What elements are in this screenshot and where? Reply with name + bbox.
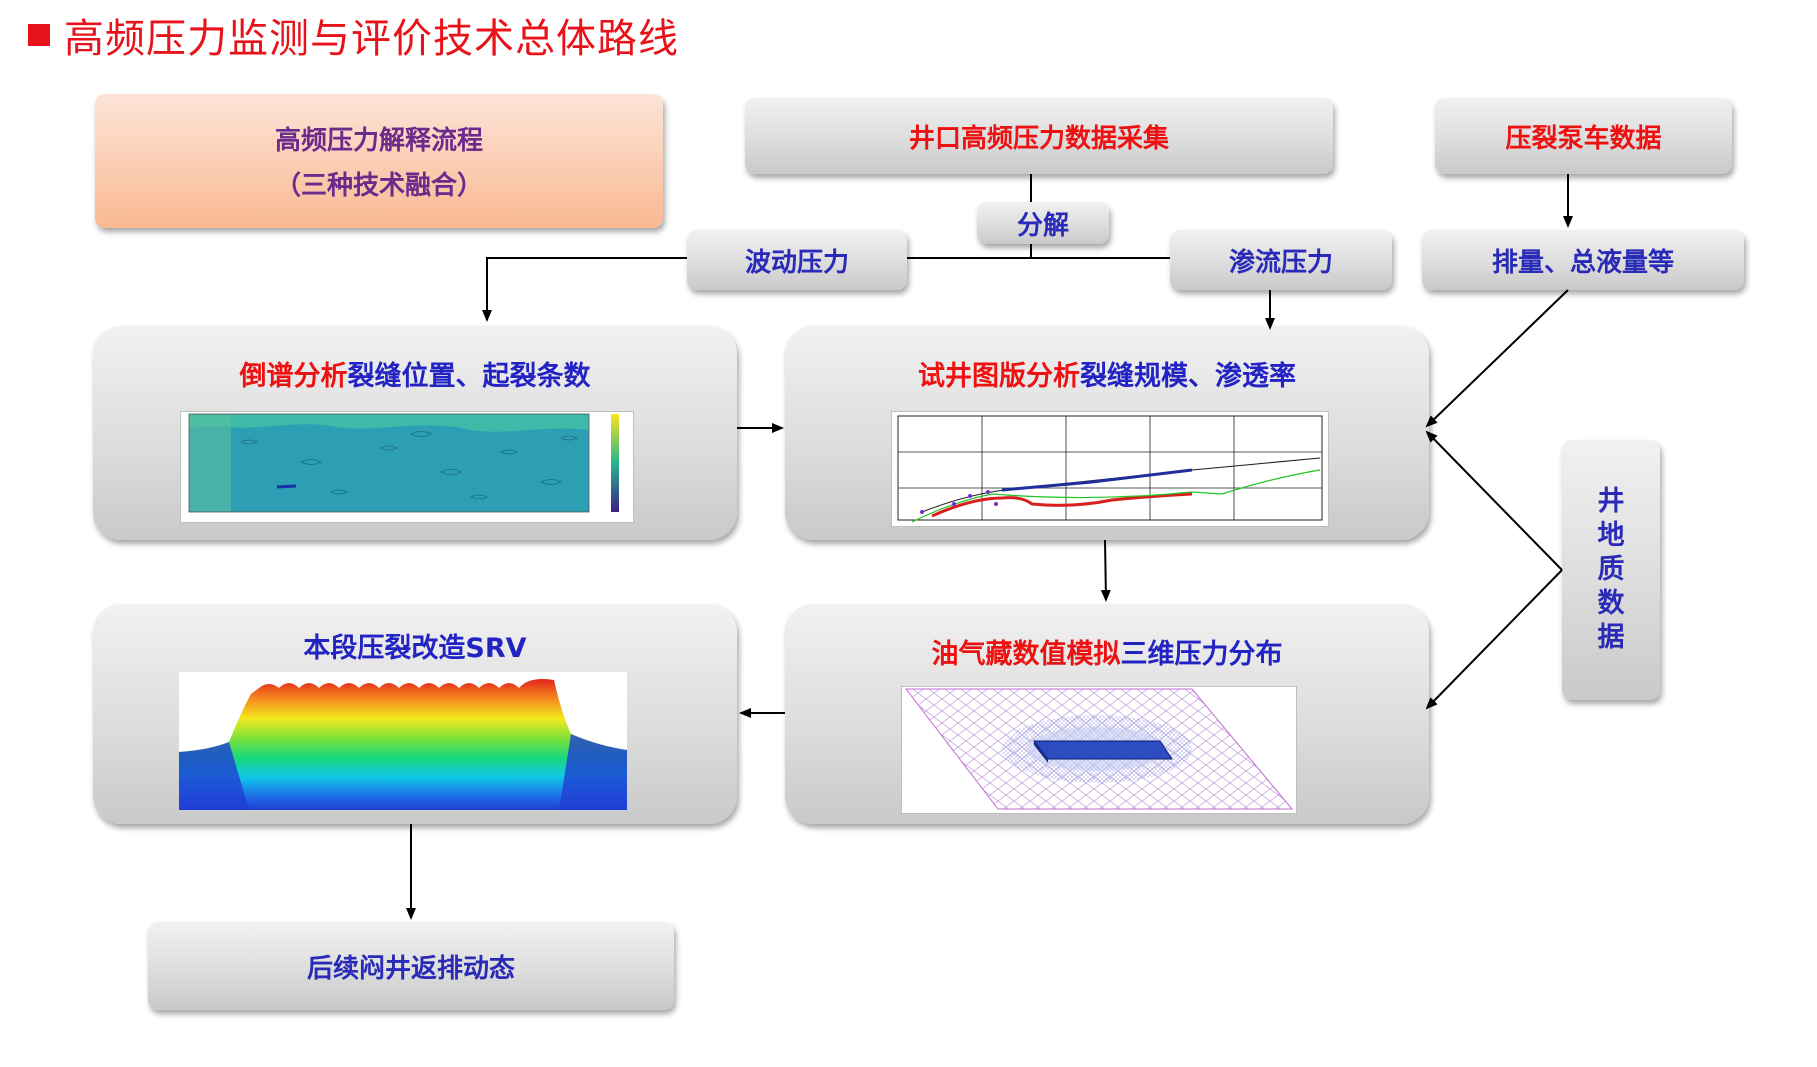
arrow-displacement-to-welltest — [1425, 289, 1569, 428]
welltest-caption: 试井图版分析裂缝规模、渗透率 — [918, 354, 1296, 393]
cepstrum-caption-blue: 裂缝位置、起裂条数 — [347, 361, 591, 392]
arrow-wave-to-cepstrum — [482, 257, 687, 322]
welltest-caption-blue: 裂缝规模、渗透率 — [1080, 361, 1296, 392]
title-text: 高频压力监测与评价技术总体路线 — [64, 16, 679, 62]
geology-char-4: 数 — [1597, 588, 1625, 619]
reservoir-caption: 油气藏数值模拟三维压力分布 — [932, 632, 1283, 671]
reservoir-caption-red: 油气藏数值模拟 — [931, 639, 1121, 670]
arrow-geology-to-reservoir — [1425, 569, 1563, 710]
srv-caption: 本段压裂改造SRV — [303, 633, 527, 664]
page-title: 高频压力监测与评价技术总体路线 — [28, 8, 679, 62]
srv-3d-surface-image — [179, 672, 627, 810]
wellhead-box: 井口高频压力数据采集 — [745, 98, 1333, 174]
geology-char-1: 井 — [1597, 486, 1625, 517]
welltest-type-curve-plot — [891, 411, 1329, 527]
geology-char-3: 质 — [1597, 554, 1625, 585]
flow-box: 高频压力解释流程 （三种技术融合） — [95, 94, 663, 228]
decompose-box: 分解 — [977, 202, 1109, 244]
cepstrum-contour-plot — [180, 411, 634, 523]
arrow-welltest-to-reservoir — [1100, 539, 1111, 602]
cepstrum-caption: 倒谱分析裂缝位置、起裂条数 — [240, 354, 591, 393]
wave-pressure-box: 波动压力 — [687, 230, 907, 290]
pump-box: 压裂泵车数据 — [1435, 98, 1732, 174]
geology-box: 井 地 质 数 据 — [1562, 440, 1660, 700]
arrow-geology-to-welltest — [1425, 430, 1563, 571]
cepstrum-caption-red: 倒谱分析 — [239, 361, 348, 392]
flowback-box: 后续闷井返排动态 — [148, 922, 674, 1010]
displacement-box: 排量、总液量等 — [1422, 230, 1744, 290]
flow-box-line2: （三种技术融合） — [274, 171, 483, 201]
welltest-caption-red: 试井图版分析 — [918, 361, 1080, 392]
seepage-pressure-box: 渗流压力 — [1170, 230, 1392, 290]
geology-char-5: 据 — [1597, 622, 1625, 653]
geology-char-2: 地 — [1597, 520, 1625, 551]
reservoir-caption-blue: 三维压力分布 — [1120, 639, 1283, 670]
reservoir-mesh-image — [901, 686, 1297, 814]
title-bullet-icon — [28, 24, 50, 46]
flow-box-line1: 高频压力解释流程 — [274, 126, 483, 156]
